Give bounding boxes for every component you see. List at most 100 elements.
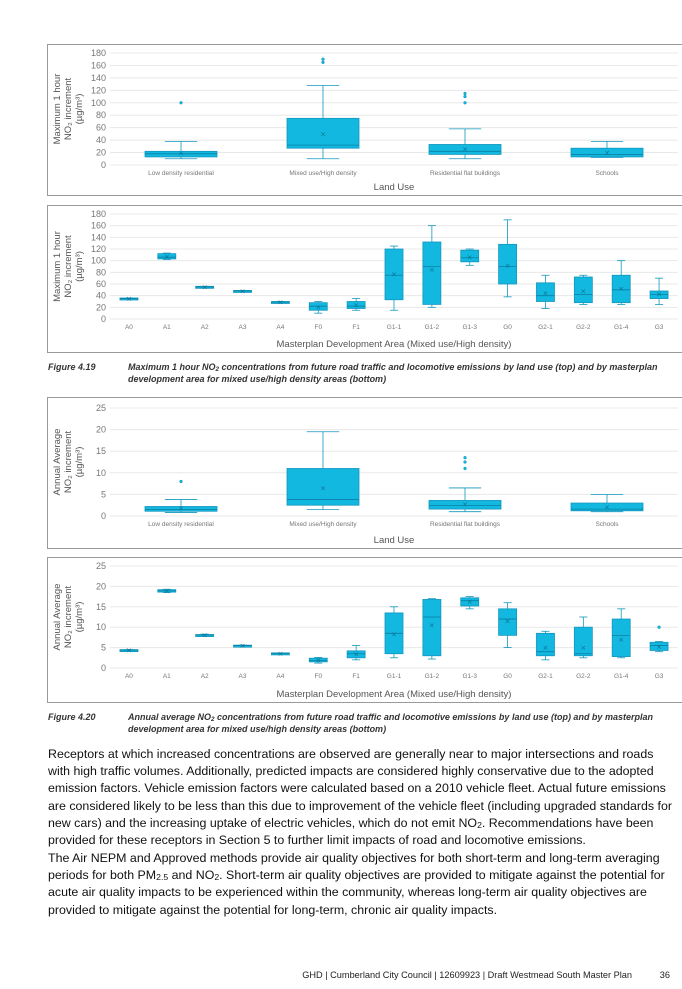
mean-marker: × — [164, 253, 170, 261]
box-mixed-use-high-density: × — [286, 431, 360, 510]
y-tick-label: 20 — [96, 581, 106, 591]
box-g2-1: × — [536, 630, 555, 661]
y-tick-label: 0 — [101, 314, 106, 324]
mean-marker: × — [604, 149, 610, 157]
box-iqr — [270, 301, 290, 304]
box-iqr — [119, 297, 139, 301]
box-g1-1: × — [384, 606, 404, 659]
y-tick-label: 40 — [96, 135, 106, 145]
box-iqr — [649, 641, 669, 651]
mean-marker: × — [618, 636, 624, 644]
y-tick-label: 100 — [91, 256, 106, 266]
mean-marker: × — [277, 650, 283, 658]
mean-marker: × — [618, 285, 624, 293]
box-g1-1: × — [384, 245, 404, 311]
x-tick-label: A2 — [201, 673, 209, 680]
outlier-point — [657, 625, 661, 629]
y-axis-label: (µg/m³) — [74, 94, 85, 125]
y-tick-label: 5 — [101, 489, 106, 499]
box-a3: × — [233, 642, 252, 650]
y-axis-label: NO₂ increment — [63, 585, 74, 648]
mean-marker: × — [315, 657, 321, 665]
outlier-point — [463, 460, 467, 464]
y-tick-label: 180 — [91, 209, 106, 219]
box-mixed-use-high-density: × — [286, 57, 360, 160]
outlier-point — [179, 479, 183, 484]
box-iqr — [573, 276, 593, 304]
outlier-point — [179, 101, 183, 105]
mean-marker: × — [429, 266, 435, 274]
x-axis-label: Masterplan Development Area (Mixed use/H… — [277, 689, 512, 700]
y-axis-label: Maximum 1 hour — [52, 74, 63, 145]
box-schools: × — [570, 140, 644, 158]
caption-text: Maximum 1 hour NO — [128, 362, 216, 372]
box-g1-4: × — [611, 260, 631, 305]
y-tick-label: 0 — [101, 663, 106, 673]
caption-text: Annual average NO — [128, 712, 212, 722]
y-tick-label: 80 — [96, 110, 106, 120]
box-f1: × — [346, 298, 366, 311]
box-g3: × — [649, 625, 669, 653]
box-iqr — [233, 644, 252, 648]
x-tick-label: Mixed use/High density — [289, 521, 357, 528]
x-axis-label: Land Use — [374, 535, 415, 546]
box-f0: × — [308, 657, 328, 665]
box-iqr — [570, 147, 644, 158]
figure-4-20-caption: Figure 4.20 Annual average NO2 concentra… — [48, 712, 653, 734]
x-tick-label: G1-3 — [463, 673, 478, 680]
y-tick-label: 0 — [101, 160, 106, 170]
box-iqr — [346, 301, 366, 309]
y-tick-label: 140 — [91, 73, 106, 83]
y-axis-label: Annual Average — [52, 584, 63, 651]
box-iqr — [346, 650, 366, 659]
x-tick-label: Schools — [595, 521, 619, 528]
x-tick-label: Schools — [595, 170, 619, 177]
page-footer: GHD | Cumberland City Council | 12609923… — [0, 970, 670, 980]
body-paragraph-2: The Air NEPM and Approved methods provid… — [48, 851, 665, 917]
x-tick-label: G2-1 — [538, 324, 553, 331]
x-tick-label: G1-1 — [387, 673, 402, 680]
outlier-point — [463, 466, 467, 471]
x-axis-label: Land Use — [374, 182, 415, 193]
mean-marker: × — [126, 295, 132, 303]
box-f0: × — [308, 301, 328, 314]
outlier-point — [463, 101, 467, 105]
x-tick-label: A1 — [163, 673, 171, 680]
mean-marker: × — [164, 587, 170, 595]
x-tick-label: F1 — [352, 673, 360, 680]
mean-marker: × — [580, 644, 586, 652]
mean-marker: × — [320, 484, 326, 492]
y-axis-label: (µg/m³) — [74, 251, 85, 282]
box-a2: × — [195, 283, 215, 291]
y-tick-label: 20 — [96, 148, 106, 158]
mean-marker: × — [505, 618, 511, 626]
box-a3: × — [233, 288, 252, 296]
x-tick-label: Residential flat buildings — [430, 170, 501, 177]
box-low-density-residential: × — [144, 479, 218, 513]
x-tick-label: G1-3 — [463, 324, 478, 331]
box-iqr — [460, 249, 480, 263]
x-tick-label: Low density residential — [148, 521, 214, 528]
box-g2-2: × — [573, 616, 593, 659]
mean-marker: × — [467, 598, 473, 606]
mean-marker: × — [543, 289, 549, 297]
figure-number: Figure 4.20 — [48, 712, 96, 722]
box-iqr — [422, 599, 442, 657]
x-tick-label: G1-2 — [425, 324, 440, 331]
x-tick-label: F1 — [352, 324, 360, 331]
y-tick-label: 40 — [96, 291, 106, 301]
y-axis-label: NO₂ increment — [63, 430, 74, 493]
y-tick-label: 120 — [91, 85, 106, 95]
box-iqr — [157, 253, 177, 260]
x-tick-label: A2 — [201, 324, 209, 331]
mean-marker: × — [462, 145, 468, 153]
box-g2-1: × — [536, 274, 555, 309]
x-tick-label: F0 — [314, 324, 322, 331]
box-iqr — [119, 649, 139, 653]
mean-marker: × — [315, 303, 321, 311]
mean-marker: × — [320, 130, 326, 138]
mean-marker: × — [126, 647, 132, 655]
